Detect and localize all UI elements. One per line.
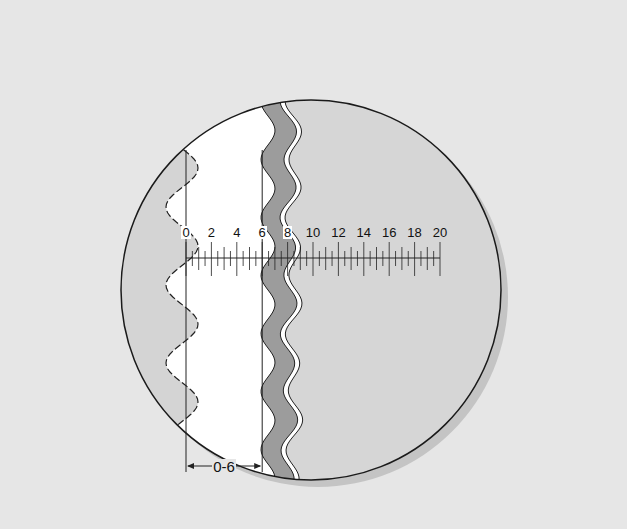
scale-tick (414, 242, 415, 276)
scale-tick (401, 247, 402, 270)
scale-tick (357, 251, 358, 266)
field-circle-outline (121, 100, 501, 480)
scale-tick (395, 251, 396, 266)
scale-tick (427, 247, 428, 270)
scale-tick (408, 251, 409, 266)
scale-tick (217, 251, 218, 266)
scale-number: 0 (181, 226, 190, 239)
scale-tick (344, 251, 345, 266)
dimension-arrowhead (187, 463, 194, 469)
scale-tick (293, 251, 294, 266)
scale-tick (255, 251, 256, 266)
scale-tick (433, 251, 434, 266)
scale-tick (287, 242, 288, 276)
scale-tick (332, 251, 333, 266)
scale-tick (306, 251, 307, 266)
scale-tick (205, 251, 206, 266)
scale-number: 2 (207, 226, 216, 239)
scale-number: 20 (432, 226, 448, 239)
scale-tick (230, 251, 231, 266)
wavy-fibre-band (261, 90, 298, 489)
scale-number: 18 (406, 226, 422, 239)
dimension-arrowhead (254, 463, 261, 469)
right-grey-region (285, 90, 530, 490)
measure-line (186, 150, 187, 472)
scale-tick (338, 242, 339, 276)
scale-number: 8 (283, 226, 292, 239)
scale-tick (211, 242, 212, 276)
scale-tick (319, 251, 320, 266)
scale-number: 6 (258, 226, 267, 239)
scale-tick (389, 242, 390, 276)
scale-tick (382, 251, 383, 266)
dimension-label: 0-6 (212, 459, 236, 474)
scale-number: 10 (305, 226, 321, 239)
scale-tick (224, 247, 225, 270)
scale-tick (325, 247, 326, 270)
scale-tick (420, 251, 421, 266)
scale-tick (363, 242, 364, 276)
scale-tick (268, 251, 269, 266)
scale-tick (313, 242, 314, 276)
scale-tick (281, 251, 282, 266)
scale-tick (243, 251, 244, 266)
scale-tick (300, 247, 301, 270)
scale-tick (249, 247, 250, 270)
scale-tick (370, 251, 371, 266)
measure-line (262, 150, 263, 472)
scale-tick (440, 242, 441, 276)
scale-tick (376, 247, 377, 270)
scale-number: 16 (381, 226, 397, 239)
scale-number: 14 (356, 226, 372, 239)
scale-tick (274, 247, 275, 270)
scale-number: 4 (232, 226, 241, 239)
scale-tick (236, 242, 237, 276)
scale-tick (198, 247, 199, 270)
scale-tick (351, 247, 352, 270)
scale-number: 12 (330, 226, 346, 239)
scale-tick (192, 251, 193, 266)
